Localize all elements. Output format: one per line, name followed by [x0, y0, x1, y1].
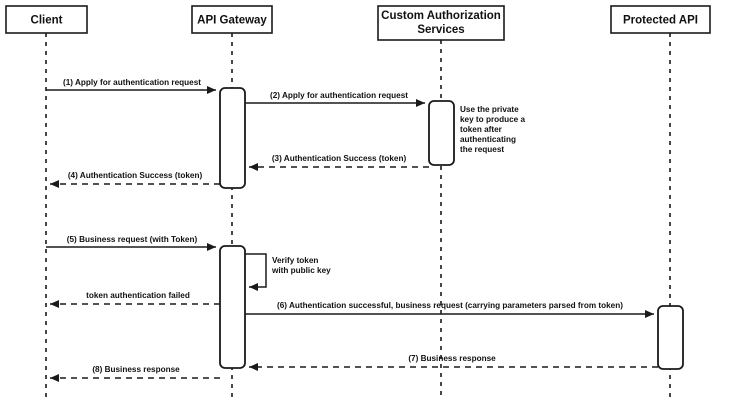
activation-bars-group: [219, 87, 684, 370]
note-private-key-line3: token after: [460, 125, 503, 134]
message-fail-label: token authentication failed: [86, 291, 190, 300]
lifelines-group: [45, 33, 671, 397]
message-5-label: (5) Business request (with Token): [67, 235, 198, 244]
note-private-key-line1: Use the private: [460, 105, 519, 114]
message-3-label: (3) Authentication Success (token): [272, 154, 407, 163]
message-6[interactable]: (6) Authentication successful, business …: [245, 301, 654, 318]
participant-label-client: Client: [31, 15, 63, 27]
participant-box-client[interactable]: [5, 5, 88, 34]
message-4-label: (4) Authentication Success (token): [68, 171, 203, 180]
activation-custom-auth[interactable]: [428, 100, 455, 166]
message-2[interactable]: (2) Apply for authentication request: [245, 91, 425, 107]
participant-protected-api[interactable]: Protected API: [610, 5, 711, 34]
note-private-key-line5: the request: [460, 145, 504, 154]
participant-label-protected-api: Protected API: [623, 15, 698, 27]
participant-label-custom-auth-line1: Custom Authorization: [381, 10, 501, 22]
message-2-label: (2) Apply for authentication request: [270, 91, 408, 100]
activation-api-gateway-auth[interactable]: [219, 87, 246, 189]
participant-box-api-gateway[interactable]: [191, 5, 273, 34]
activation-protected-api[interactable]: [657, 305, 684, 370]
note-verify-token-line1: Verify token: [272, 256, 318, 265]
participant-api-gateway[interactable]: API Gateway: [191, 5, 273, 34]
participant-box-protected-api[interactable]: [610, 5, 711, 34]
message-1-label: (1) Apply for authentication request: [63, 78, 201, 87]
self-call-verify-token[interactable]: Verify token with public key: [245, 253, 331, 291]
note-private-key-line4: authenticating: [460, 135, 516, 144]
message-5[interactable]: (5) Business request (with Token): [46, 235, 216, 251]
note-private-key-line2: key to produce a: [460, 115, 526, 124]
message-8[interactable]: (8) Business response: [50, 365, 220, 382]
activation-api-gateway-business[interactable]: [219, 245, 246, 369]
participant-box-custom-auth[interactable]: [377, 5, 505, 41]
message-1[interactable]: (1) Apply for authentication request: [46, 78, 216, 94]
note-verify-token-line2: with public key: [271, 266, 331, 275]
message-8-label: (8) Business response: [92, 365, 180, 374]
participant-label-custom-auth-line2: Services: [417, 24, 464, 36]
message-token-authentication-failed[interactable]: token authentication failed: [50, 291, 220, 308]
participant-client[interactable]: Client: [5, 5, 88, 34]
message-3[interactable]: (3) Authentication Success (token): [249, 154, 429, 171]
participant-label-api-gateway: API Gateway: [197, 15, 267, 27]
note-private-key: Use the private key to produce a token a…: [460, 105, 526, 154]
message-7-label: (7) Business response: [408, 354, 496, 363]
message-6-label: (6) Authentication successful, business …: [277, 301, 623, 310]
participant-custom-auth[interactable]: Custom Authorization Services: [377, 5, 505, 41]
self-call-verify-token-arrow[interactable]: [245, 253, 267, 291]
message-4[interactable]: (4) Authentication Success (token): [50, 171, 220, 188]
message-7[interactable]: (7) Business response: [249, 354, 658, 371]
